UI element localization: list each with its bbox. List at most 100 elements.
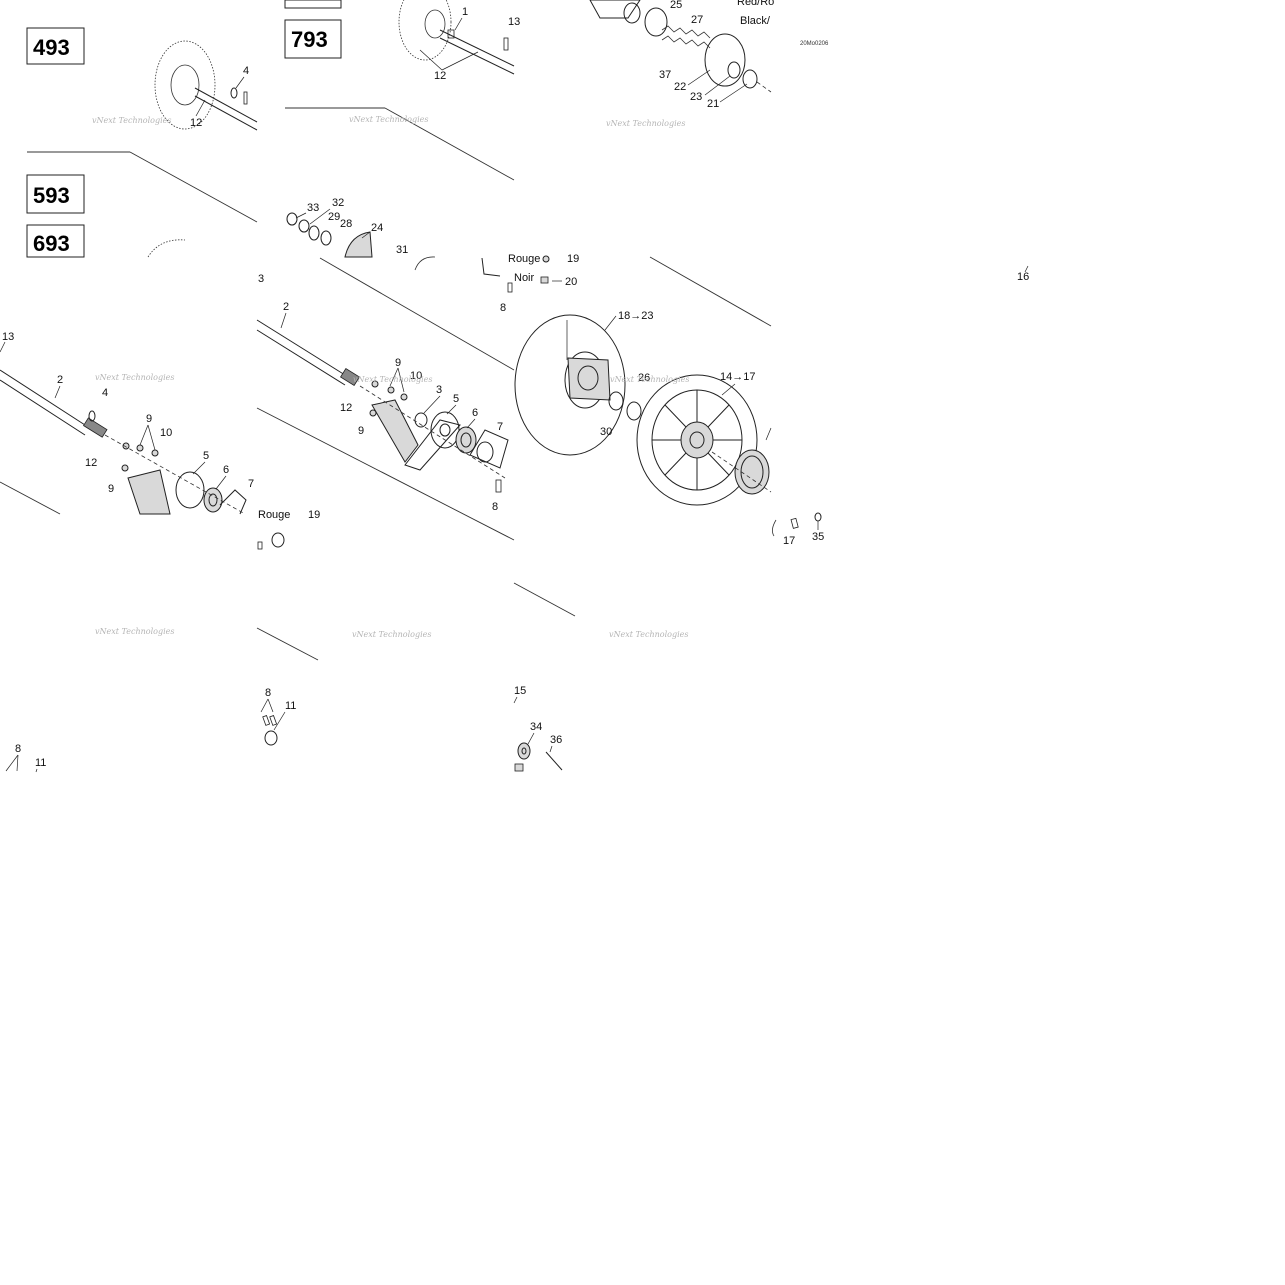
model-box-793 [284, 19, 342, 59]
bearing [455, 426, 477, 454]
callout-9b: 9 [108, 483, 114, 495]
o-ring [230, 87, 238, 99]
tile-shaft-mid: 3 2 9 10 3 5 6 7 12 9 8 vN [256, 257, 515, 541]
movable-sheave [636, 374, 758, 506]
callout-6: 6 [223, 464, 229, 476]
callout-14-17: 14→17 [720, 371, 755, 383]
callout-20: 20 [565, 276, 577, 288]
bracket [371, 399, 419, 463]
label-red: Red/Ro [737, 0, 774, 8]
tile-bolts-left: 8 11 [5, 743, 46, 773]
callout-5: 5 [453, 393, 459, 405]
callout-19: 19 [567, 253, 579, 265]
callout-37: 37 [659, 69, 671, 81]
callout-27: 27 [691, 14, 703, 26]
callout-34: 34 [530, 721, 542, 733]
callout-11: 11 [285, 700, 296, 712]
callout-3b: 3 [436, 384, 442, 396]
callout-18-23: 18→23 [618, 310, 653, 322]
callout-28: 28 [340, 218, 352, 230]
callout-17: 17 [783, 535, 795, 547]
callout-4: 4 [243, 65, 249, 77]
callout-15: 15 [514, 685, 526, 697]
model-label-593: 593 [33, 183, 70, 208]
tile-bolts-mid: 8 11 [260, 687, 296, 746]
shaft [439, 29, 515, 67]
bracket [127, 469, 171, 515]
spring [661, 25, 711, 39]
model-box-493 [26, 27, 85, 65]
model-box-693 [26, 224, 85, 258]
callout-21: 21 [707, 98, 719, 110]
clutch-housing [589, 0, 641, 19]
bearing-plate [469, 429, 509, 469]
callout-23: 23 [690, 91, 702, 103]
watermark: vNext Technologies [92, 116, 171, 125]
label-noir: Noir [514, 272, 535, 284]
label-rouge: Rouge [508, 253, 540, 265]
label-rouge: Rouge [258, 509, 290, 521]
callout-24: 24 [371, 222, 383, 234]
sheave-bushing [680, 421, 714, 459]
callout-16: 16 [1017, 271, 1029, 283]
callout-25: 25 [670, 0, 682, 11]
tile-493: 493 4 12 vNext Technologies [26, 27, 258, 223]
gear-disc [154, 40, 216, 130]
callout-1: 1 [462, 6, 468, 18]
plate [404, 419, 461, 471]
cam [344, 231, 373, 258]
callout-10: 10 [410, 370, 422, 382]
shaft-edge [194, 95, 258, 131]
callout-7: 7 [248, 478, 254, 490]
callout-2: 2 [57, 374, 63, 386]
flange [175, 471, 205, 509]
callout-13: 13 [508, 16, 520, 28]
callout-9: 9 [395, 357, 401, 369]
callout-12: 12 [85, 457, 97, 469]
tile-clutch-top: 25 27 37 22 23 21 Red/Ro Black/ 20Mo0206… [589, 0, 829, 128]
tile-right: 16 [1017, 265, 1029, 283]
callout-9b: 9 [358, 425, 364, 437]
drawing-code: 20Mo0206 [800, 41, 829, 47]
tile-shaft-left: 13 2 4 9 10 12 5 6 7 9 vNext Technologie… [0, 331, 254, 515]
gear-hub [170, 64, 200, 106]
tile-fasteners: 15 34 36 [513, 685, 563, 772]
model-label-793: 793 [291, 27, 328, 52]
callout-10: 10 [160, 427, 172, 439]
tile-pulley-parts: 33 32 29 28 24 31 [286, 197, 436, 271]
callout-36: 36 [550, 734, 562, 746]
callout-31: 31 [396, 244, 408, 256]
svg-text:vNext Technologies: vNext Technologies [353, 375, 432, 384]
long-shaft [0, 369, 86, 426]
tile-pulley: Rouge 19 Noir 20 8 18→23 26 30 14→17 [481, 253, 772, 506]
callout-8: 8 [15, 743, 21, 755]
callout-9: 9 [146, 413, 152, 425]
callout-6: 6 [472, 407, 478, 419]
svg-text:vNext Technologies: vNext Technologies [95, 373, 174, 382]
model-label-693: 693 [33, 231, 70, 256]
callout-33: 33 [307, 202, 319, 214]
callout-3: 3 [258, 273, 264, 285]
stud [545, 751, 563, 771]
fixed-sheave [514, 314, 626, 456]
callout-32: 32 [332, 197, 344, 209]
tile-593-693: 593 693 [26, 174, 186, 258]
svg-text:vNext Technologies: vNext Technologies [609, 630, 688, 639]
svg-text:vNext Technologies: vNext Technologies [349, 115, 428, 124]
cover-ring [704, 33, 746, 87]
callout-19: 19 [308, 509, 320, 521]
model-box-593 [26, 174, 85, 214]
lower-row: vNext Technologies vNext Technologies vN… [95, 582, 688, 661]
callout-11: 11 [35, 757, 46, 769]
svg-text:vNext Technologies: vNext Technologies [606, 119, 685, 128]
callout-30: 30 [600, 426, 612, 438]
svg-text:vNext Technologies: vNext Technologies [95, 627, 174, 636]
callout-35: 35 [812, 531, 824, 543]
svg-text:vNext Technologies: vNext Technologies [610, 375, 689, 384]
callout-13: 13 [2, 331, 14, 343]
callout-8: 8 [500, 302, 506, 314]
model-label-493: 493 [33, 35, 70, 60]
key [243, 91, 248, 105]
callout-2: 2 [283, 301, 289, 313]
